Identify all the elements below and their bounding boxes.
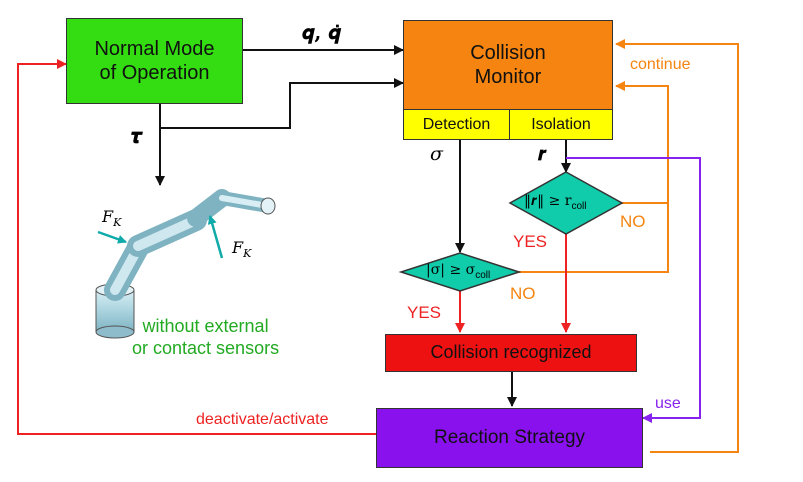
black-arrows [155,45,571,407]
force-arrow-2 [207,215,224,259]
normal-mode-line2: of Operation [99,62,210,84]
robot-arm-illustration [95,189,276,339]
signal-q-qdot: 𝒒, 𝒒̇ [302,20,341,44]
isolation-label: Isolation [531,115,591,133]
reaction-strategy-label: Reaction Strategy [433,426,586,448]
decision-sigma-expr: |σ| ≥ σ [426,262,476,278]
detection-label: Detection [422,115,491,133]
signal-r: 𝒓 [538,143,547,165]
collision-monitor-line1: Collision [470,42,546,64]
arrow-use [566,157,701,423]
arrow-no-sigma [519,203,669,273]
robot-caption-line1: without external [142,316,269,336]
force-label-2-sub: K [243,247,252,261]
collision-monitor-line2: Monitor [474,66,542,88]
signal-tau: 𝝉 [130,124,142,148]
robot-end-effector [260,197,276,215]
decision-residual-text: ‖𝒓‖ ≥ rcoll [524,193,587,212]
normal-mode-line1: Normal Mode [94,38,215,60]
arrow-no-residual [615,81,669,204]
reaction-strategy-box: Reaction Strategy [376,408,643,468]
decision-sigma-text: |σ| ≥ σcoll [426,262,490,281]
label-continue: continue [630,56,691,73]
force-label-1-sub: K [113,216,122,230]
arrow-continue [615,39,739,453]
decision-residual-diamond [508,171,624,235]
decision-sigma-sub: coll [475,269,491,281]
detection-box: Detection [403,109,510,140]
isolation-box: Isolation [509,109,613,140]
decision-residual-sub: coll [571,200,587,212]
label-deactivate-activate: deactivate/activate [196,411,329,428]
collision-recognized-label: Collision recognized [430,342,592,363]
orange-arrows [519,39,739,453]
collision-recognized-box: Collision recognized [385,334,637,372]
label-yes-sigma: YES [407,303,442,322]
normal-mode-box: Normal Mode of Operation [66,18,243,104]
red-arrows [17,59,571,435]
force-label-1: FK [102,207,121,229]
arrow-tau-to-monitor [160,78,404,129]
decision-sigma-diamond [398,252,522,292]
label-no-residual: NO [620,212,646,231]
force-label-2: FK [232,238,251,260]
force-arrow-1 [97,230,127,244]
force-label-2-main: F [232,238,244,257]
decision-residual-expr: ‖𝒓‖ ≥ r [524,193,572,209]
force-label-1-main: F [102,207,114,226]
signal-sigma: σ [430,143,443,165]
label-yes-residual: YES [513,232,548,251]
label-use: use [655,395,681,412]
robot-caption: without external or contact sensors [132,316,279,359]
arrow-deactivate [17,59,376,435]
label-no-sigma: NO [510,284,536,303]
robot-caption-line2: or contact sensors [132,337,280,358]
collision-monitor-box: Collision Monitor [403,20,613,110]
